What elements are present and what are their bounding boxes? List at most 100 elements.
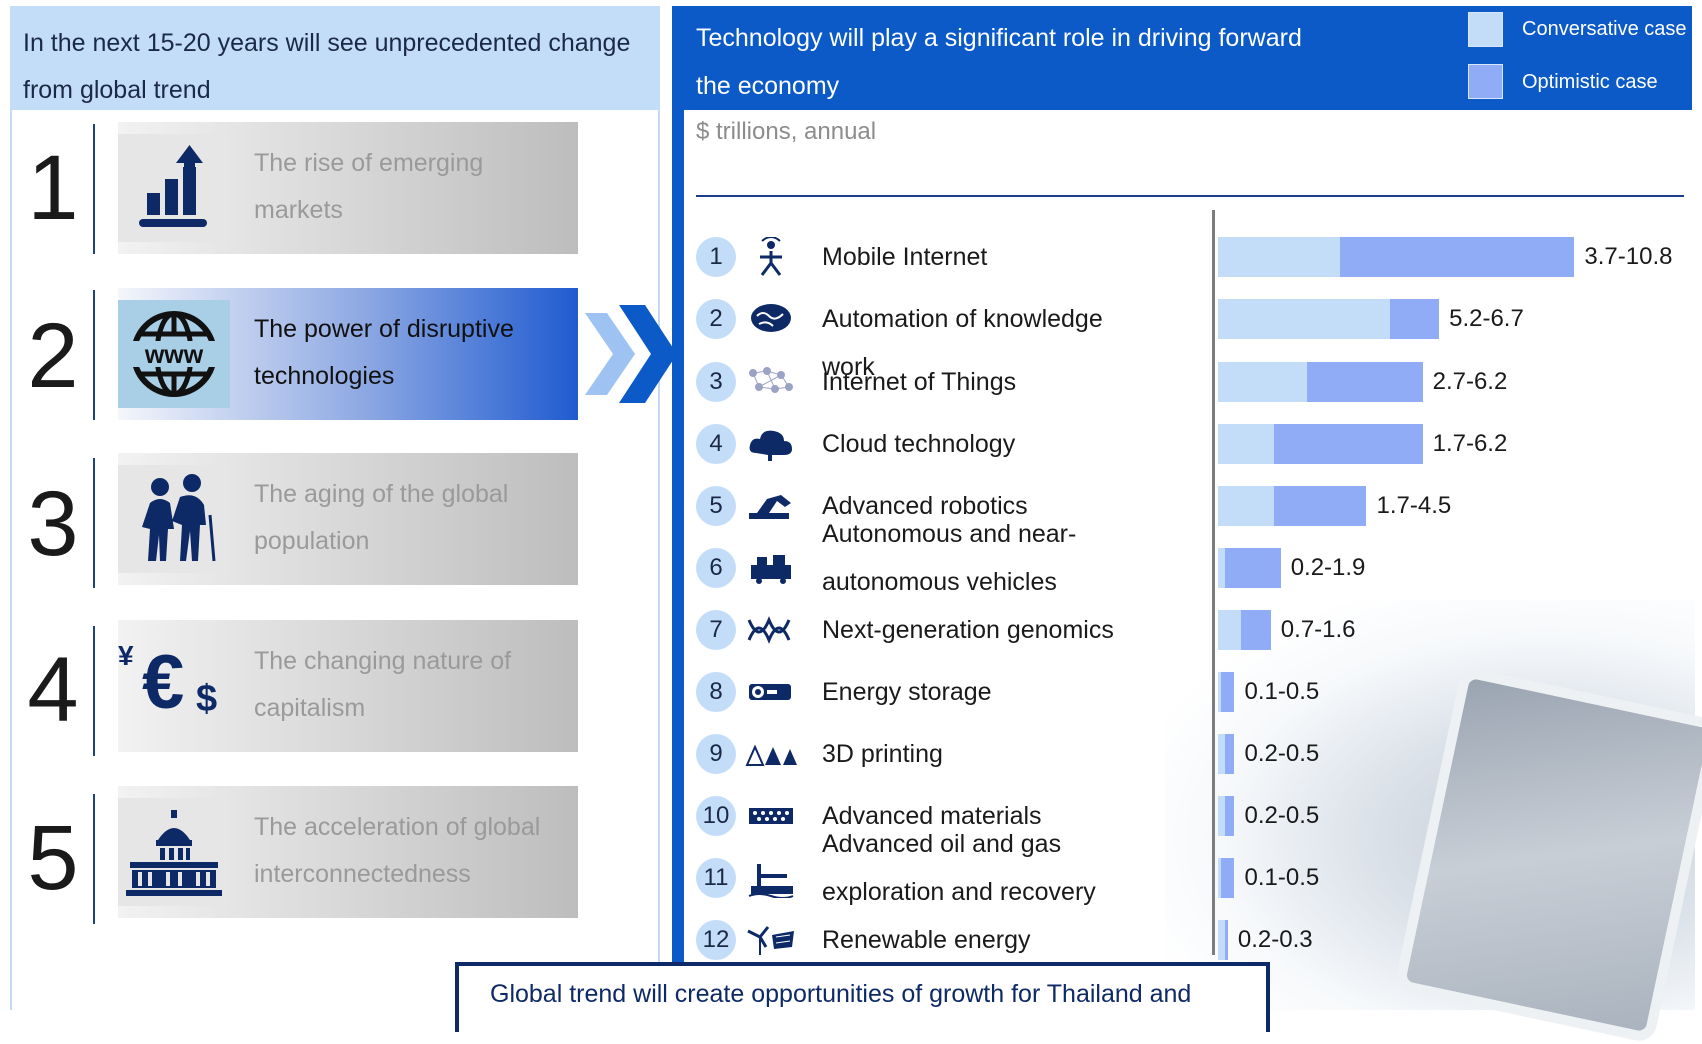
- trend-label: The rise of emerging markets: [254, 149, 484, 224]
- www-text: www: [144, 341, 204, 369]
- category-label: Automation of knowledge work: [822, 305, 1103, 381]
- category-label: Energy storage: [822, 678, 992, 706]
- bar-conservative: [1218, 548, 1225, 588]
- category-label: Advanced robotics: [822, 492, 1028, 520]
- bar-conservative: [1218, 796, 1225, 836]
- bar-optimistic: [1221, 858, 1235, 898]
- value-label: 0.2-0.5: [1244, 740, 1320, 767]
- bar-optimistic: [1340, 237, 1575, 277]
- bar-optimistic: [1224, 920, 1228, 960]
- bar-optimistic: [1224, 734, 1235, 774]
- bar-conservative: [1218, 858, 1222, 898]
- trend-number: 2: [27, 305, 79, 407]
- value-label: 0.2-1.9: [1290, 554, 1366, 581]
- value-label: 0.7-1.6: [1280, 616, 1356, 643]
- bar-optimistic: [1274, 424, 1423, 464]
- currency-symbols-icon: ¥ € $: [118, 632, 230, 740]
- trend-card-emerging-markets[interactable]: The rise of emerging markets: [118, 122, 578, 254]
- bar-optimistic: [1221, 672, 1235, 712]
- elderly-couple-icon: [118, 465, 230, 573]
- bar-conservative: [1218, 610, 1242, 650]
- vehicles-icon: [745, 548, 797, 588]
- category-label: Advanced materials: [822, 802, 1042, 830]
- network-icon: [745, 362, 797, 402]
- value-label: 0.2-0.5: [1244, 802, 1320, 829]
- chevron-right-icon: [585, 305, 677, 403]
- left-header: [10, 6, 660, 110]
- www-globe-icon: www: [118, 300, 230, 408]
- trend-card-capitalism[interactable]: ¥ € $ The changing nature of capitalism: [118, 620, 578, 752]
- row-number: 11: [696, 858, 736, 898]
- row-number: 4: [696, 424, 736, 464]
- antenna-person-icon: [745, 237, 797, 277]
- right-header: [672, 6, 1692, 110]
- euro-symbol: €: [142, 640, 185, 725]
- left-panel: [10, 6, 660, 1010]
- bar-chart-up-icon: [118, 134, 230, 242]
- right-panel: [672, 6, 1692, 1010]
- value-label: 1.7-6.2: [1432, 430, 1508, 457]
- category-label: Advanced oil and gas exploration and rec…: [822, 830, 1096, 906]
- trend-label: The acceleration of global interconnecte…: [254, 813, 541, 888]
- row-number: 12: [696, 920, 736, 960]
- row-number: 5: [696, 486, 736, 526]
- bar-conservative: [1218, 362, 1308, 402]
- row-number: 10: [696, 796, 736, 836]
- row-number: 7: [696, 610, 736, 650]
- category-label: Renewable energy: [822, 926, 1031, 954]
- trend-number: 3: [27, 473, 79, 575]
- trend-label: The aging of the global population: [254, 480, 509, 555]
- trend-label: The changing nature of capitalism: [254, 647, 512, 722]
- row-number: 6: [696, 548, 736, 588]
- unit-label: $ trillions, annual: [696, 118, 877, 145]
- value-label: 5.2-6.7: [1449, 305, 1524, 332]
- wind-solar-icon: [745, 920, 797, 960]
- bar-optimistic: [1389, 299, 1440, 339]
- trend-label: The power of disruptive technologies: [254, 315, 514, 390]
- category-label: 3D printing: [822, 740, 943, 768]
- trend-separator: [93, 794, 95, 924]
- trend-separator: [93, 626, 95, 756]
- row-number: 1: [696, 237, 736, 277]
- battery-icon: [745, 672, 797, 712]
- category-label: Autonomous and near-autonomous vehicles: [822, 520, 1077, 596]
- value-label: 0.2-0.3: [1237, 926, 1313, 953]
- category-label: Mobile Internet: [822, 243, 988, 271]
- row-number: 8: [696, 672, 736, 712]
- value-label: 1.7-4.5: [1376, 492, 1452, 519]
- cloud-hand-icon: [745, 424, 797, 464]
- category-label: Internet of Things: [822, 368, 1017, 396]
- header-rule: [696, 195, 1684, 197]
- bar-optimistic: [1224, 796, 1235, 836]
- bar-conservative: [1218, 299, 1390, 339]
- legend-label-optimistic: Optimistic case: [1522, 71, 1658, 93]
- trend-separator: [93, 458, 95, 588]
- trend-card-aging-population[interactable]: The aging of the global population: [118, 453, 578, 585]
- printed-objects-icon: [745, 734, 797, 774]
- value-label: 3.7-10.8: [1584, 243, 1673, 270]
- bar-optimistic: [1274, 486, 1367, 526]
- yen-symbol: ¥: [118, 640, 134, 671]
- oil-rig-icon: [745, 858, 797, 898]
- trend-card-interconnectedness[interactable]: The acceleration of global interconnecte…: [118, 786, 578, 918]
- trend-number: 1: [27, 137, 79, 239]
- dollar-symbol: $: [196, 678, 218, 720]
- trend-number: 4: [27, 639, 79, 741]
- bar-optimistic: [1224, 548, 1281, 588]
- bar-conservative: [1218, 237, 1341, 277]
- bar-conservative: [1218, 672, 1222, 712]
- trend-card-disruptive-technologies[interactable]: www The power of disruptive technologies: [118, 288, 578, 420]
- row-number: 3: [696, 362, 736, 402]
- legend-swatch-conservative: [1468, 12, 1503, 47]
- brain-icon: [745, 299, 797, 339]
- bar-conservative: [1218, 424, 1275, 464]
- legend-label-conservative: Conversative case: [1522, 18, 1687, 40]
- axis-line: [1212, 210, 1215, 955]
- bar-conservative: [1218, 734, 1225, 774]
- material-mesh-icon: [745, 796, 797, 836]
- chart-title: Technology will play a significant role …: [696, 24, 1302, 100]
- bar-optimistic: [1241, 610, 1271, 650]
- trend-separator: [93, 290, 95, 420]
- bottom-callout-text: Global trend will create opportunities o…: [490, 980, 1192, 1008]
- left-header-text: In the next 15-20 years will see unprece…: [23, 29, 631, 104]
